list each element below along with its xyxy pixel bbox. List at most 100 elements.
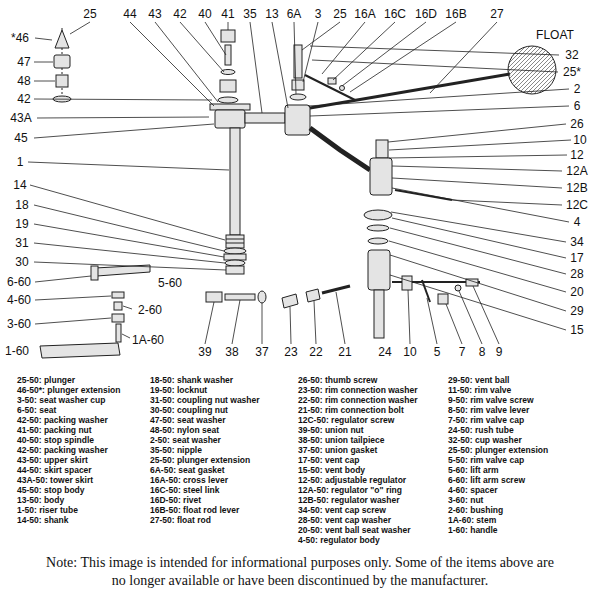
parts-list-entry: 12-50: adjustable regulator bbox=[298, 476, 406, 485]
leader-line bbox=[350, 22, 456, 92]
parts-list-entry: 12A-50: regulator "o" ring bbox=[298, 486, 402, 495]
vent-cap bbox=[364, 210, 392, 220]
leader-line bbox=[35, 38, 52, 40]
parts-list-entry: 2-50: seat washer bbox=[150, 436, 221, 445]
vent-cap-washer bbox=[367, 225, 389, 231]
leader-line bbox=[35, 296, 111, 300]
leader-line bbox=[427, 298, 437, 344]
callout-number: 22 bbox=[308, 346, 323, 358]
parts-list-entry: 1-60: handle bbox=[448, 526, 498, 535]
parts-list-entry: 18-50: shank washer bbox=[150, 376, 233, 385]
parts-list-entry: 16A-50: cross lever bbox=[150, 476, 228, 485]
parts-list-entry: 42-50: packing washer bbox=[17, 416, 108, 425]
note-text: Note: This image is intended for informa… bbox=[40, 554, 560, 590]
leader-line bbox=[35, 276, 91, 282]
callout-number: 35 bbox=[242, 8, 257, 20]
leader-line bbox=[392, 166, 562, 171]
parts-list-entry: 39-50: union nut bbox=[298, 426, 364, 435]
rim-valve-cap bbox=[438, 294, 448, 304]
nipple bbox=[245, 113, 285, 123]
leader-line bbox=[389, 140, 571, 150]
leader-line bbox=[302, 22, 340, 50]
parts-list-entry: 23-50: rim connection washer bbox=[298, 386, 418, 395]
callout-number: 20 bbox=[569, 286, 584, 298]
parts-list-entry: 30-50: coupling nut bbox=[150, 406, 228, 415]
callout-number: 5 bbox=[433, 346, 442, 358]
parts-list-entry: 42-50: packing washer bbox=[17, 446, 108, 455]
callout-number: 29 bbox=[569, 305, 584, 317]
rivet bbox=[340, 86, 345, 91]
parts-list-entry: 12B-50: regulator washer bbox=[298, 496, 400, 505]
callout-number: 2-60 bbox=[137, 304, 163, 316]
parts-list-entry: 38-50: union tailpiece bbox=[298, 436, 384, 445]
callout-number: *46 bbox=[10, 32, 30, 44]
callout-number: FLOAT bbox=[535, 29, 575, 41]
callout-number: 19 bbox=[14, 218, 29, 230]
packing-washer bbox=[221, 70, 235, 75]
parts-list-entry: 45-50: stop body bbox=[17, 486, 85, 495]
vent-ball-seat-washer bbox=[368, 238, 388, 244]
parts-list-entry: 4-50: regulator body bbox=[298, 536, 380, 545]
leader-line bbox=[390, 228, 566, 274]
parts-list-entry: 24-50: rush tube bbox=[448, 426, 514, 435]
parts-list-entry: 46-50*: plunger extension bbox=[17, 386, 120, 395]
parts-list-entry: 14-50: shank bbox=[17, 516, 69, 525]
leader-line bbox=[34, 224, 224, 257]
leader-line bbox=[390, 275, 566, 330]
leader-line bbox=[336, 292, 345, 344]
callout-number: 12B bbox=[565, 182, 588, 194]
parts-list-entry: 16C-50: steel link bbox=[150, 486, 219, 495]
adjustable-regulator bbox=[376, 140, 388, 158]
callout-number: 38 bbox=[224, 346, 239, 358]
leader-line bbox=[392, 178, 562, 188]
parts-list-entry: 12C-50: regulator screw bbox=[298, 416, 394, 425]
leader-line bbox=[34, 81, 55, 82]
nylon-seat bbox=[56, 75, 68, 87]
parts-list-entry: 25-50: plunger extension bbox=[448, 446, 548, 455]
rush-tube bbox=[374, 290, 384, 338]
leader-line bbox=[34, 205, 224, 251]
leader-line bbox=[262, 303, 263, 344]
callout-number: 10 bbox=[572, 134, 587, 146]
parts-list-entry: 47-50: seat washer bbox=[150, 416, 226, 425]
parts-list-entry: 27-50: float rod bbox=[150, 516, 211, 525]
callout-number: 47 bbox=[16, 56, 31, 68]
callout-number: 17 bbox=[569, 252, 584, 264]
callout-number: 45 bbox=[13, 132, 28, 144]
callout-number: 32 bbox=[564, 49, 579, 61]
parts-list-entry: 1A-60: stem bbox=[448, 516, 496, 525]
seat-washer bbox=[54, 55, 70, 68]
leader-line bbox=[294, 22, 296, 94]
cross-lever bbox=[305, 75, 355, 100]
seat-washer-cup bbox=[292, 80, 304, 90]
parts-list-entry: 41-50: packing nut bbox=[17, 426, 92, 435]
leader-line bbox=[205, 302, 214, 344]
parts-list-entry: 37-50: union gasket bbox=[298, 446, 377, 455]
parts-list-entry: 6-50: seat bbox=[17, 406, 56, 415]
handle bbox=[40, 343, 120, 358]
callout-number: 4-60 bbox=[6, 294, 32, 306]
stop-body bbox=[215, 110, 245, 128]
callout-number: 13 bbox=[264, 8, 279, 20]
parts-list-entry: 1-50: riser tube bbox=[17, 506, 78, 515]
callout-number: 12 bbox=[569, 149, 584, 161]
parts-list-entry: 2-60: bushing bbox=[448, 506, 503, 515]
callout-number: 10 bbox=[402, 346, 417, 358]
callout-number: 7 bbox=[458, 346, 467, 358]
parts-list-entry: 40-50: stop spindle bbox=[17, 436, 94, 445]
seat-gasket bbox=[290, 94, 306, 100]
parts-list-entry: 16D-50: rivet bbox=[150, 496, 201, 505]
skirt-spacer bbox=[218, 97, 238, 103]
callout-number: 44 bbox=[122, 8, 137, 20]
parts-list-entry: 21-50: rim connection bolt bbox=[298, 406, 404, 415]
parts-list-entry: 4-60: spacer bbox=[448, 486, 498, 495]
callout-number: 27 bbox=[489, 8, 504, 20]
parts-list-entry: 43-50: upper skirt bbox=[17, 456, 88, 465]
union-gasket bbox=[258, 291, 266, 303]
leader-line bbox=[310, 46, 559, 55]
leader-line bbox=[389, 155, 567, 158]
leader-line bbox=[122, 334, 130, 338]
callout-number: 16D bbox=[414, 8, 438, 20]
parts-list-entry: 26-50: thumb screw bbox=[298, 376, 377, 385]
